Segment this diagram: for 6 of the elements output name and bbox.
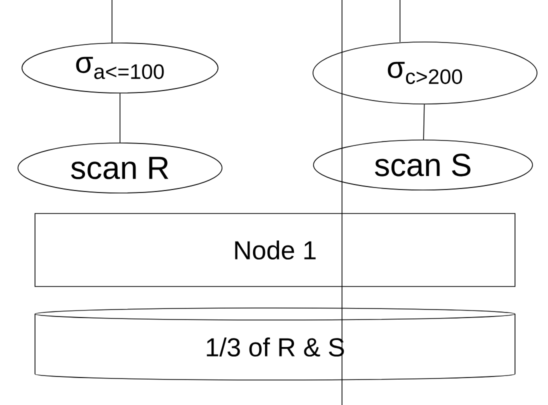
ellipse-node: σ$_{c>200}$	[312, 42, 538, 104]
ellipse-node: scan S	[313, 140, 533, 190]
process-box: Node 1	[34, 213, 516, 287]
ellipse-node: σ$_{a<=100}$	[22, 42, 218, 94]
connector-line	[423, 104, 425, 140]
ellipse-node: scan R	[18, 142, 222, 194]
